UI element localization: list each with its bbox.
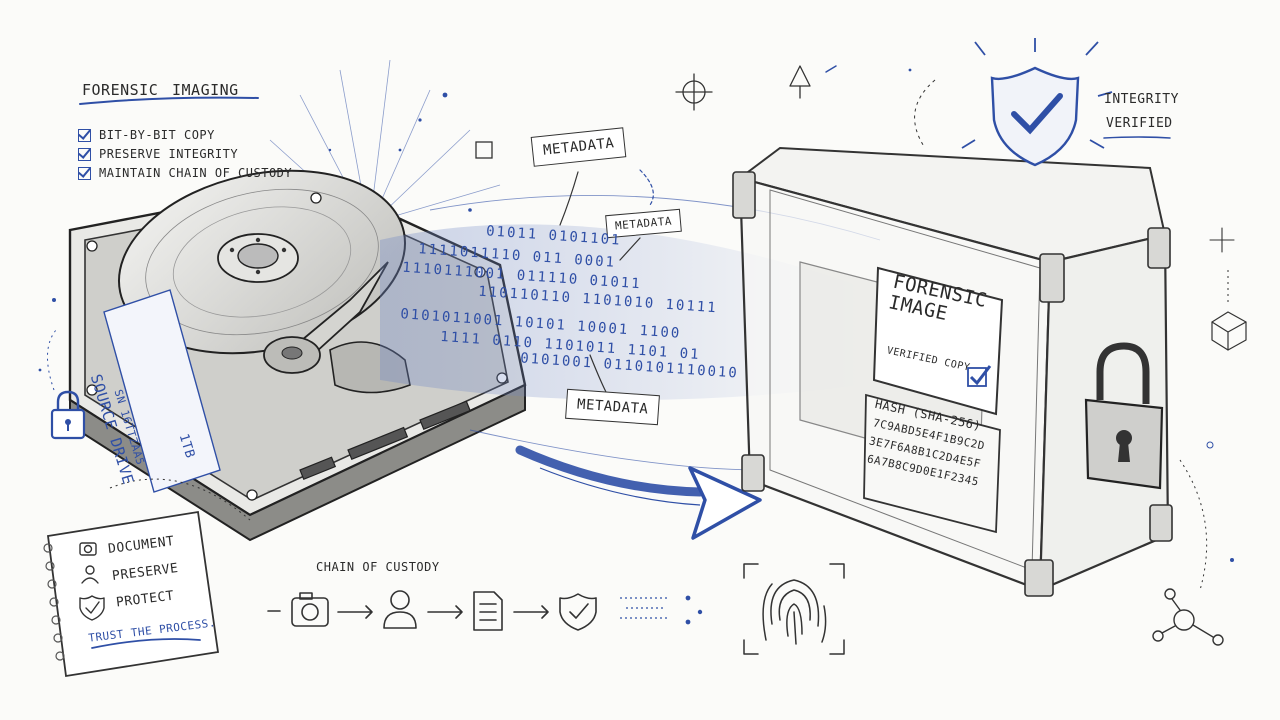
shield-small-icon bbox=[559, 593, 597, 631]
checklist-notebook bbox=[43, 510, 220, 678]
network-node-icon bbox=[1152, 588, 1224, 646]
scatter-dots bbox=[38, 68, 1234, 562]
checkbox-icon bbox=[78, 129, 91, 142]
custody-dots bbox=[620, 595, 703, 625]
square-doodle bbox=[475, 141, 493, 159]
metadata-tag: Metadata bbox=[565, 388, 661, 426]
cube-icon bbox=[1211, 311, 1247, 351]
verified-check-icon bbox=[967, 365, 992, 387]
metadata-leaders bbox=[559, 169, 654, 393]
custody-flow bbox=[267, 590, 597, 631]
transfer-arrowhead bbox=[688, 466, 762, 540]
crosshair-icon bbox=[675, 73, 713, 111]
objective-checklist: Bit-by-bit copy Preserve integrity Maint… bbox=[78, 126, 292, 183]
person-icon bbox=[383, 590, 417, 629]
transfer-arrow bbox=[515, 445, 705, 497]
checklist-item: Preserve integrity bbox=[78, 145, 292, 164]
document-icon bbox=[473, 591, 503, 631]
checkbox-icon bbox=[78, 167, 91, 180]
padlock-icon bbox=[1084, 342, 1164, 490]
page-title: Forensic Imaging bbox=[82, 76, 239, 101]
camera-icon bbox=[291, 592, 329, 627]
crosshair-right bbox=[1209, 227, 1235, 253]
shield-check-icon bbox=[961, 38, 1113, 167]
small-padlock-icon bbox=[50, 390, 86, 440]
integrity-underline bbox=[1103, 136, 1171, 139]
chain-of-custody-label: Chain of custody bbox=[316, 560, 440, 574]
checklist-item: Bit-by-bit copy bbox=[78, 126, 292, 145]
pen-nib-icon bbox=[789, 65, 811, 99]
integrity-label: Integrity bbox=[1104, 92, 1179, 107]
fingerprint-icon bbox=[743, 563, 845, 655]
title-underline bbox=[79, 96, 259, 105]
evidence-container bbox=[732, 146, 1173, 597]
checkbox-icon bbox=[78, 148, 91, 161]
checklist-item: Maintain chain of custody bbox=[78, 164, 292, 183]
verified-label: Verified bbox=[1106, 116, 1173, 131]
